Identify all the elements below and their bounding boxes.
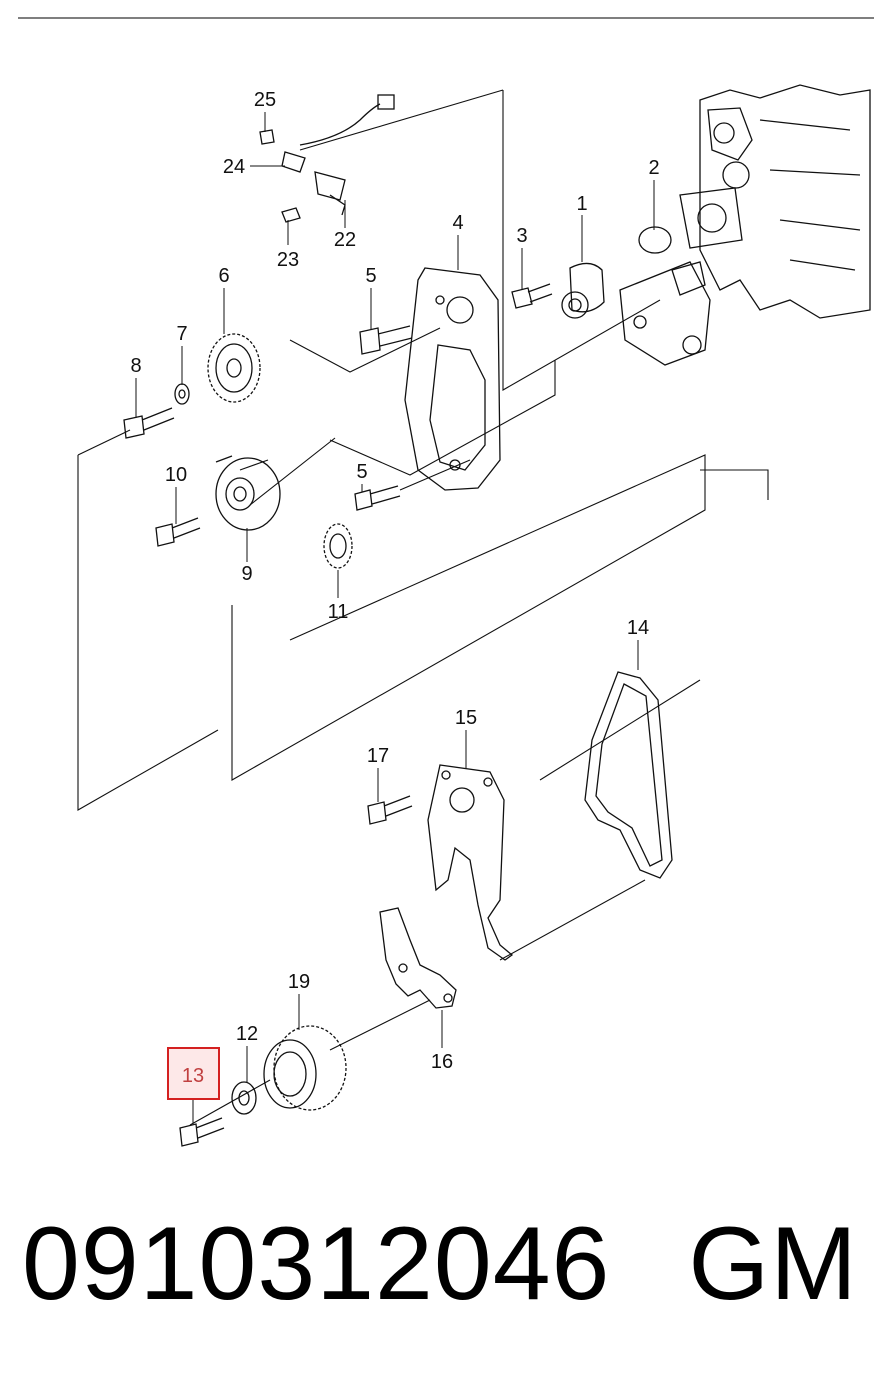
bolt-13-drawing <box>179 1117 225 1147</box>
callout-16: 16 <box>431 1051 453 1073</box>
callout-19: 19 <box>288 971 310 993</box>
bolt-17-drawing <box>367 795 413 825</box>
callout-17: 17 <box>367 745 389 767</box>
brand-label: GM <box>688 1206 858 1322</box>
callout-13: 13 <box>182 1065 204 1087</box>
sensor-assembly-drawing <box>259 94 395 223</box>
callout-4: 4 <box>452 212 463 234</box>
timing-cover-bottom-drawing <box>379 907 457 1009</box>
tensioner-pulley-drawing <box>215 455 281 531</box>
washer-7-drawing <box>174 383 190 405</box>
engine-block-drawing <box>679 84 871 319</box>
leader-lines <box>135 112 655 1124</box>
callout-5-lower: 5 <box>356 461 367 483</box>
timing-cover-lower-drawing <box>427 764 514 961</box>
callout-6: 6 <box>218 265 229 287</box>
crankshaft-sprocket-drawing <box>263 1025 347 1111</box>
callout-10: 10 <box>165 464 187 486</box>
callout-7: 7 <box>176 323 187 345</box>
bolt-8-drawing <box>123 407 175 439</box>
callout-12: 12 <box>236 1023 258 1045</box>
assembly-guide-lines <box>77 89 769 1126</box>
callout-9: 9 <box>241 563 252 585</box>
camshaft-sprocket-drawing <box>207 333 261 403</box>
highlight-box <box>167 1047 220 1100</box>
callout-14: 14 <box>627 617 649 639</box>
bolt-10-drawing <box>155 517 201 547</box>
callout-24: 24 <box>223 156 245 178</box>
callout-15: 15 <box>455 707 477 729</box>
part-number: 0910312046 <box>22 1206 611 1322</box>
callout-25: 25 <box>254 89 276 111</box>
callout-5-upper: 5 <box>365 265 376 287</box>
bolt-5-upper-drawing <box>359 325 413 355</box>
callout-2: 2 <box>648 157 659 179</box>
washer-12-drawing <box>231 1081 257 1115</box>
callout-11: 11 <box>328 601 349 623</box>
callout-3: 3 <box>516 225 527 247</box>
callout-8: 8 <box>130 355 141 377</box>
callout-22: 22 <box>334 229 356 251</box>
callout-23: 23 <box>277 249 299 271</box>
timing-cover-upper-drawing <box>404 267 501 491</box>
timing-belt-drawing <box>584 671 673 879</box>
callout-1: 1 <box>576 193 587 215</box>
idler-sprocket-drawing <box>323 523 353 569</box>
water-pump-drawing <box>511 226 711 366</box>
bolt-5-lower-drawing <box>354 485 401 511</box>
